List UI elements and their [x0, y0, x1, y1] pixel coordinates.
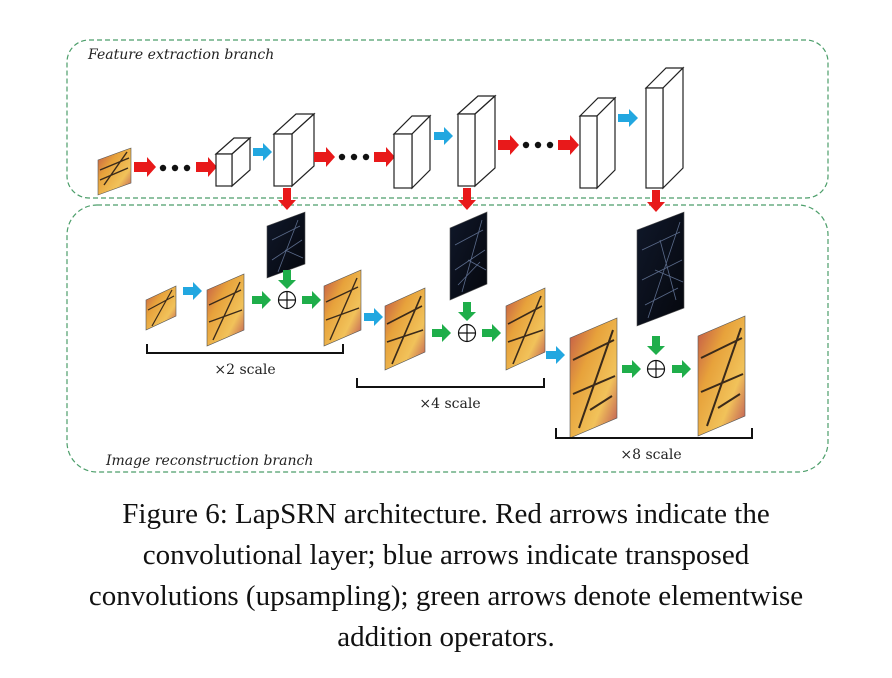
upsample-arrow: [364, 308, 383, 326]
plus-circle-icon: [646, 359, 666, 379]
scale-bracket: [555, 428, 753, 439]
caption-line: convolutions (upsampling); green arrows …: [88, 580, 804, 612]
scale-bracket: [356, 378, 545, 388]
scale-bracket: [146, 344, 344, 354]
scale-label-x2: ×2 scale: [214, 362, 275, 378]
addition-arrow: [622, 360, 641, 378]
reconstruction-branch-label: Image reconstruction branch: [105, 453, 313, 469]
input-image: [97, 147, 132, 196]
ellipsis-dots: [159, 164, 191, 172]
addition-arrow: [252, 291, 271, 309]
conv-arrow: [314, 147, 335, 167]
conv-arrow: [558, 135, 579, 155]
scale-label-x4: ×4 scale: [419, 396, 480, 412]
conv-arrow: [278, 188, 296, 210]
feature-block: [456, 94, 497, 188]
conv-arrow: [458, 188, 476, 210]
hr-image-x2: [323, 269, 362, 347]
conv-arrow: [647, 190, 665, 212]
conv-arrow: [134, 157, 156, 177]
upsample-arrow: [253, 143, 272, 161]
feature-block: [392, 114, 432, 190]
feature-block: [578, 96, 617, 190]
conv-arrow: [498, 135, 519, 155]
residual-map: [636, 211, 685, 327]
addition-arrow: [302, 291, 321, 309]
caption-line: convolutional layer; blue arrows indicat…: [142, 539, 750, 571]
scale-label-x8: ×8 scale: [620, 447, 681, 463]
hr-image-x4: [505, 287, 546, 371]
addition-arrow: [278, 270, 296, 289]
lr-image: [145, 285, 177, 331]
upsampled-image: [206, 273, 245, 347]
ellipsis-dots: [522, 141, 554, 149]
upsample-arrow: [546, 346, 565, 364]
upsample-arrow: [434, 127, 453, 145]
feature-block: [644, 66, 685, 190]
feature-branch-label: Feature extraction branch: [87, 47, 274, 63]
plus-circle-icon: [277, 290, 297, 310]
upsample-arrow: [618, 109, 638, 127]
figure-caption: Figure 6: LapSRN architecture. Red arrow…: [0, 494, 892, 658]
feature-block: [214, 136, 252, 188]
residual-map: [449, 211, 488, 301]
feature-extraction-branch: [66, 39, 829, 199]
plus-circle-icon: [457, 323, 477, 343]
upsampled-image: [384, 287, 426, 371]
image-reconstruction-branch: [66, 204, 829, 473]
feature-block: [272, 112, 316, 188]
upsample-arrow: [183, 282, 202, 300]
hr-image-x8: [697, 315, 746, 437]
caption-line: addition operators.: [337, 621, 555, 653]
caption-line: Figure 6: LapSRN architecture. Red arrow…: [122, 498, 770, 530]
upsampled-image: [569, 317, 618, 439]
addition-arrow: [432, 324, 451, 342]
addition-arrow: [482, 324, 501, 342]
residual-map: [266, 211, 306, 279]
conv-arrow: [374, 147, 395, 167]
addition-arrow: [458, 302, 476, 321]
addition-arrow: [647, 336, 665, 355]
conv-arrow: [196, 157, 217, 177]
addition-arrow: [672, 360, 691, 378]
lapsrn-diagram: Feature extraction branch Image reconstr…: [66, 39, 829, 473]
ellipsis-dots: [338, 153, 370, 161]
